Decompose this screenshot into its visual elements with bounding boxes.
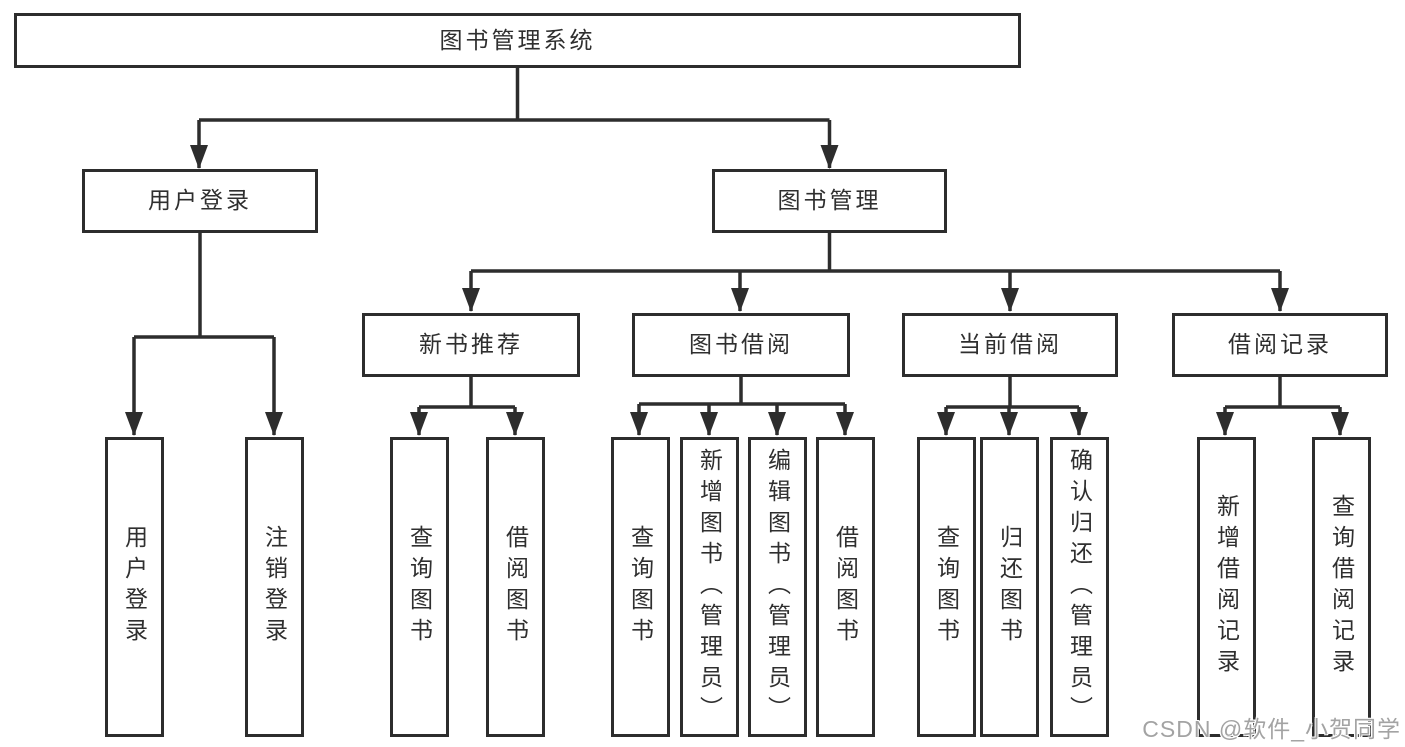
connector-root xyxy=(197,68,832,168)
leaf-br-query-record-label: 查询借阅记录 xyxy=(1328,494,1355,680)
leaf-logout: 注销登录 xyxy=(244,437,304,737)
leaf-bb-borrow-books-label: 借阅图书 xyxy=(832,525,859,649)
leaf-nb-query-books-label: 查询图书 xyxy=(406,525,433,649)
leaf-logout-label: 注销登录 xyxy=(261,525,288,649)
leaf-bb-edit-books-admin: 编辑图书（管理员） xyxy=(747,437,807,737)
leaf-cb-confirm-return-admin: 确认归还（管理员） xyxy=(1049,437,1109,737)
node-current-borrow: 当前借阅 xyxy=(902,313,1118,377)
connector-borrow-record xyxy=(1223,377,1342,435)
node-borrow-record: 借阅记录 xyxy=(1172,313,1388,377)
leaf-nb-borrow-books-label: 借阅图书 xyxy=(502,525,529,649)
arrowheads xyxy=(125,145,1349,436)
node-borrow-record-label: 借阅记录 xyxy=(1228,331,1332,358)
node-book-borrow: 图书借阅 xyxy=(632,313,850,377)
leaf-cb-return-books: 归还图书 xyxy=(979,437,1039,737)
node-root-label: 图书管理系统 xyxy=(439,26,596,53)
leaf-br-add-record-label: 新增借阅记录 xyxy=(1213,494,1240,680)
node-user-login-label: 用户登录 xyxy=(148,187,252,214)
node-book-mgmt-label: 图书管理 xyxy=(777,187,882,214)
node-book-borrow-label: 图书借阅 xyxy=(689,331,793,358)
leaf-bb-add-books-admin: 新增图书（管理员） xyxy=(679,437,739,737)
connector-book-mgmt xyxy=(469,233,1282,311)
connector-user-login xyxy=(132,233,276,435)
leaf-user-login: 用户登录 xyxy=(104,437,164,737)
leaf-bb-borrow-books: 借阅图书 xyxy=(815,437,875,737)
leaf-bb-add-books-admin-label: 新增图书（管理员） xyxy=(696,447,723,727)
leaf-nb-borrow-books: 借阅图书 xyxy=(485,437,545,737)
node-book-mgmt: 图书管理 xyxy=(712,169,947,233)
leaf-br-add-record: 新增借阅记录 xyxy=(1196,437,1256,737)
leaf-bb-query-books-label: 查询图书 xyxy=(627,525,654,649)
node-current-borrow-label: 当前借阅 xyxy=(958,331,1062,358)
watermark-text: CSDN @软件_小贺同学 xyxy=(1142,716,1401,742)
leaf-br-query-record: 查询借阅记录 xyxy=(1311,437,1371,737)
leaf-bb-edit-books-admin-label: 编辑图书（管理员） xyxy=(764,447,791,727)
node-new-book-recommend-label: 新书推荐 xyxy=(419,331,523,358)
node-user-login: 用户登录 xyxy=(82,169,318,233)
leaf-cb-return-books-label: 归还图书 xyxy=(996,525,1023,649)
leaf-user-login-label: 用户登录 xyxy=(121,525,148,649)
leaf-cb-query-books: 查询图书 xyxy=(916,437,976,737)
leaf-bb-query-books: 查询图书 xyxy=(610,437,670,737)
node-root: 图书管理系统 xyxy=(14,13,1021,68)
leaf-nb-query-books: 查询图书 xyxy=(389,437,449,737)
connector-new-book xyxy=(417,377,517,435)
leaf-cb-query-books-label: 查询图书 xyxy=(933,525,960,649)
node-new-book-recommend: 新书推荐 xyxy=(362,313,580,377)
connector-book-borrow xyxy=(637,377,847,435)
leaf-cb-confirm-return-admin-label: 确认归还（管理员） xyxy=(1066,447,1093,727)
